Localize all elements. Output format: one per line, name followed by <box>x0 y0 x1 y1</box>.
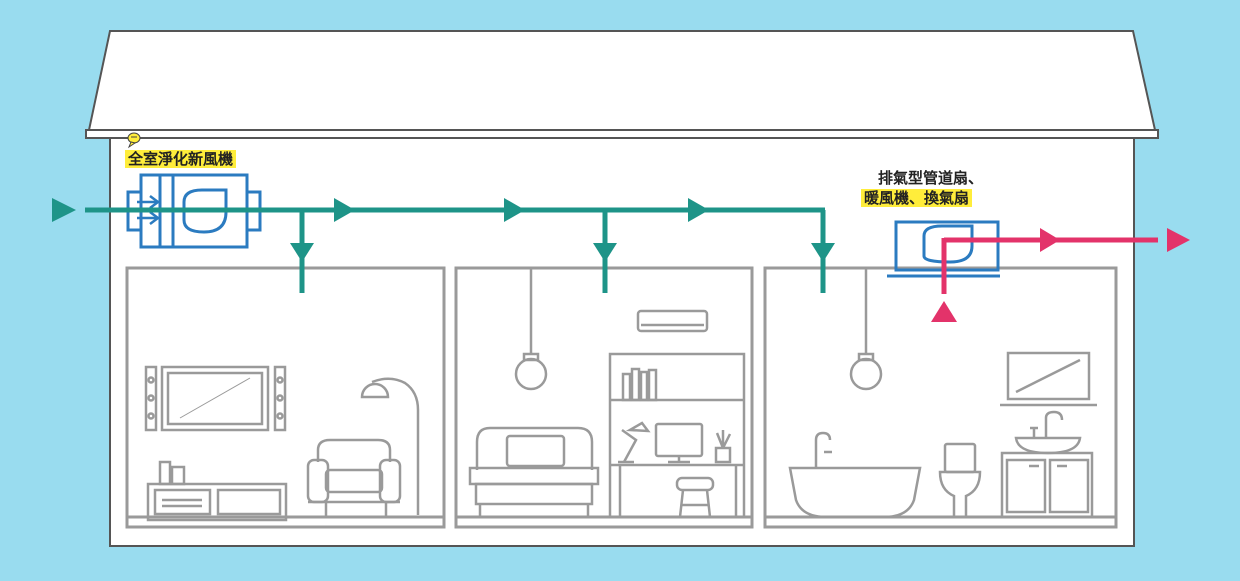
speaker-left-icon <box>144 365 158 432</box>
supply-arrow-3 <box>688 198 709 222</box>
pendant-lamp-right-icon <box>849 268 883 391</box>
tv-icon <box>160 365 270 432</box>
bed-icon <box>468 426 600 517</box>
air-conditioner-icon <box>636 309 709 333</box>
floor-lamp-icon <box>360 377 430 519</box>
speech-bubble-icon <box>127 132 141 149</box>
bookshelf-icon <box>608 352 746 519</box>
supply-down-arrow-living <box>290 243 314 262</box>
tv-cabinet-icon <box>146 460 288 522</box>
stool-icon <box>675 476 715 518</box>
speaker-right-icon <box>273 365 287 432</box>
supply-inlet-arrow <box>52 198 76 222</box>
fresh-air-unit-label-text: 全室淨化新風機 <box>125 150 237 168</box>
armchair-icon <box>306 438 402 516</box>
exhaust-outlet-arrow <box>1167 228 1190 252</box>
toilet-icon <box>938 442 982 519</box>
plant-icon <box>714 430 732 464</box>
supply-down-arrow-bedroom <box>593 243 617 262</box>
exhaust-label-line2-text: 暖風機、換氣扇 <box>861 189 973 207</box>
supply-arrow-2 <box>504 198 525 222</box>
roof <box>85 30 1159 139</box>
supply-duct <box>52 198 835 293</box>
supply-arrow-1 <box>334 198 355 222</box>
exhaust-label-line2: 暖風機、換氣扇 <box>861 189 973 208</box>
exhaust-up-arrow <box>931 301 957 322</box>
exhaust-arrow-1 <box>1040 228 1060 252</box>
exhaust-label-line1-text: 排氣型管道扇、 <box>878 169 984 187</box>
monitor-icon <box>654 422 704 464</box>
desk-lamp-icon <box>618 421 651 464</box>
vanity-cabinet-icon <box>1000 451 1094 519</box>
pendant-lamp-left-icon <box>514 268 548 391</box>
fresh-air-unit-label: 全室淨化新風機 <box>125 150 237 169</box>
bathtub-icon <box>788 431 922 519</box>
mirror-icon <box>1000 351 1097 407</box>
supply-down-arrow-bathroom <box>811 243 835 262</box>
exhaust-label-line1: 排氣型管道扇、 <box>878 169 983 188</box>
exhaust-duct <box>931 228 1190 322</box>
